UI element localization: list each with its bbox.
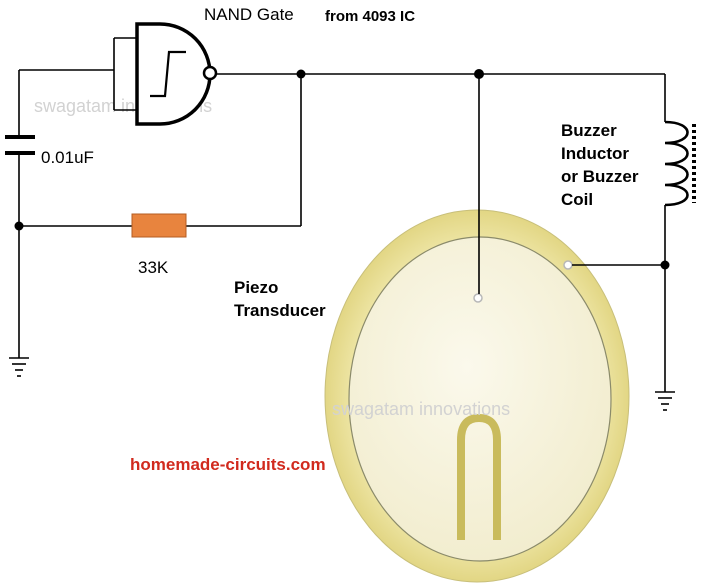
piezo-label-line2: Transducer [234,301,326,320]
nand-gate-label: NAND Gate [204,5,294,24]
piezo-electrode-loop [457,413,501,540]
junction-dots [14,69,670,270]
piezo-rim-terminal [563,260,573,270]
capacitor-icon [5,135,35,155]
buzzer-label-line2: Inductor [561,144,629,163]
piezo-transducer-disc [324,209,630,583]
wires [18,37,666,392]
buzzer-label-line1: Buzzer [561,121,617,140]
inductor-coil-icon [664,120,696,207]
piezo-center-terminal [473,293,483,303]
ground-icon [9,357,29,377]
ground-icon [655,391,675,411]
watermark-disc: swagatam innovations [332,399,510,419]
schmitt-trigger-nand-icon [135,22,218,126]
capacitor-label: 0.01uF [41,148,94,167]
buzzer-label-line4: Coil [561,190,593,209]
website-label: homemade-circuits.com [130,455,326,474]
nand-source-label: from 4093 IC [325,8,415,25]
resistor-icon [131,213,187,238]
buzzer-label-line3: or Buzzer [561,167,639,186]
resistor-label: 33K [138,258,169,277]
piezo-label-line1: Piezo [234,278,278,297]
